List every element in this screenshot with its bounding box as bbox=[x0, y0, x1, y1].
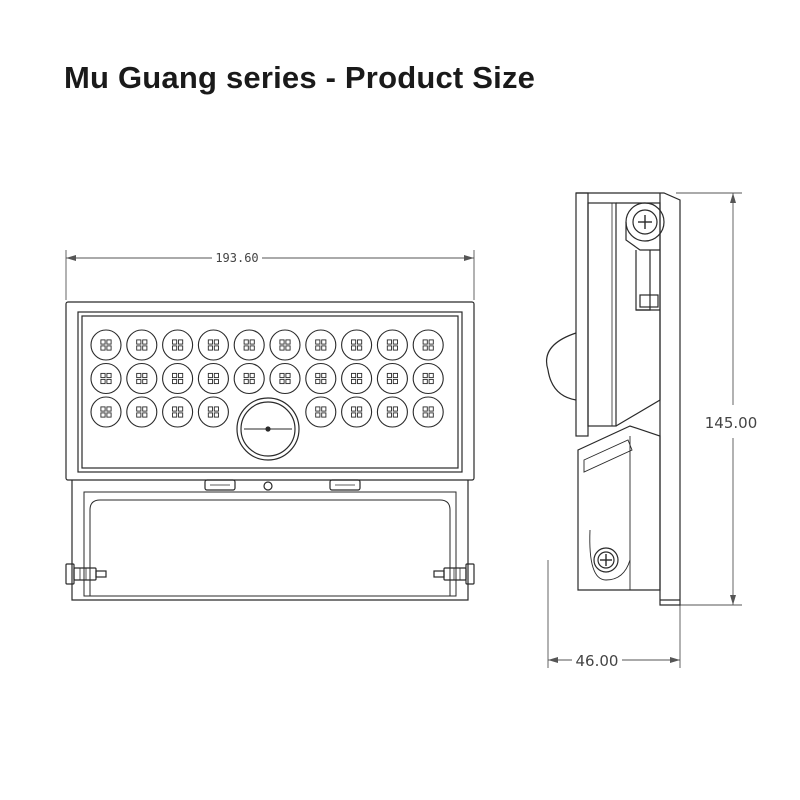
led-lens bbox=[341, 362, 373, 395]
housing-outer bbox=[65, 301, 475, 481]
led-lens bbox=[162, 362, 194, 395]
led-lens bbox=[233, 329, 265, 361]
led-lens bbox=[90, 362, 122, 395]
led-lens bbox=[305, 362, 337, 395]
led-lens bbox=[197, 396, 229, 428]
led-lens bbox=[412, 329, 444, 361]
depth-dimension bbox=[547, 560, 681, 668]
height-label: 145.00 bbox=[705, 414, 758, 432]
led-lens bbox=[126, 396, 158, 428]
led-lens bbox=[376, 329, 408, 361]
led-lens bbox=[269, 329, 301, 361]
led-lens bbox=[197, 362, 229, 395]
led-lens bbox=[305, 329, 337, 361]
width-dimension bbox=[65, 250, 475, 300]
led-lens bbox=[269, 362, 301, 395]
sensor-dome-side bbox=[546, 332, 577, 401]
led-lens bbox=[126, 362, 158, 395]
led-grid bbox=[90, 329, 444, 428]
led-lens bbox=[162, 329, 194, 361]
depth-label: 46.00 bbox=[576, 652, 619, 670]
led-lens bbox=[412, 396, 444, 428]
led-lens bbox=[305, 396, 337, 428]
page-title: Mu Guang series - Product Size bbox=[64, 60, 536, 95]
height-dimension bbox=[676, 192, 742, 606]
width-label: 193.60 bbox=[215, 251, 258, 265]
bracket-arm-side bbox=[577, 425, 661, 591]
lamp-body-side bbox=[575, 192, 589, 437]
hinge-tabs bbox=[204, 479, 361, 491]
led-lens bbox=[90, 329, 122, 361]
front-view bbox=[65, 250, 475, 601]
side-view bbox=[546, 192, 742, 668]
led-lens bbox=[341, 396, 373, 428]
led-lens bbox=[376, 396, 408, 428]
mounting-bracket bbox=[65, 480, 475, 601]
led-lens bbox=[197, 329, 229, 361]
led-lens bbox=[90, 396, 122, 428]
led-lens bbox=[341, 329, 373, 361]
motion-sensor bbox=[236, 397, 300, 461]
housing-inner bbox=[77, 311, 463, 473]
top-hinge-screw bbox=[625, 202, 665, 251]
led-lens bbox=[376, 362, 408, 395]
led-lens bbox=[233, 362, 265, 395]
led-lens bbox=[412, 362, 444, 395]
led-lens bbox=[162, 396, 194, 428]
led-lens bbox=[126, 329, 158, 361]
bottom-hinge-screw bbox=[593, 547, 619, 573]
